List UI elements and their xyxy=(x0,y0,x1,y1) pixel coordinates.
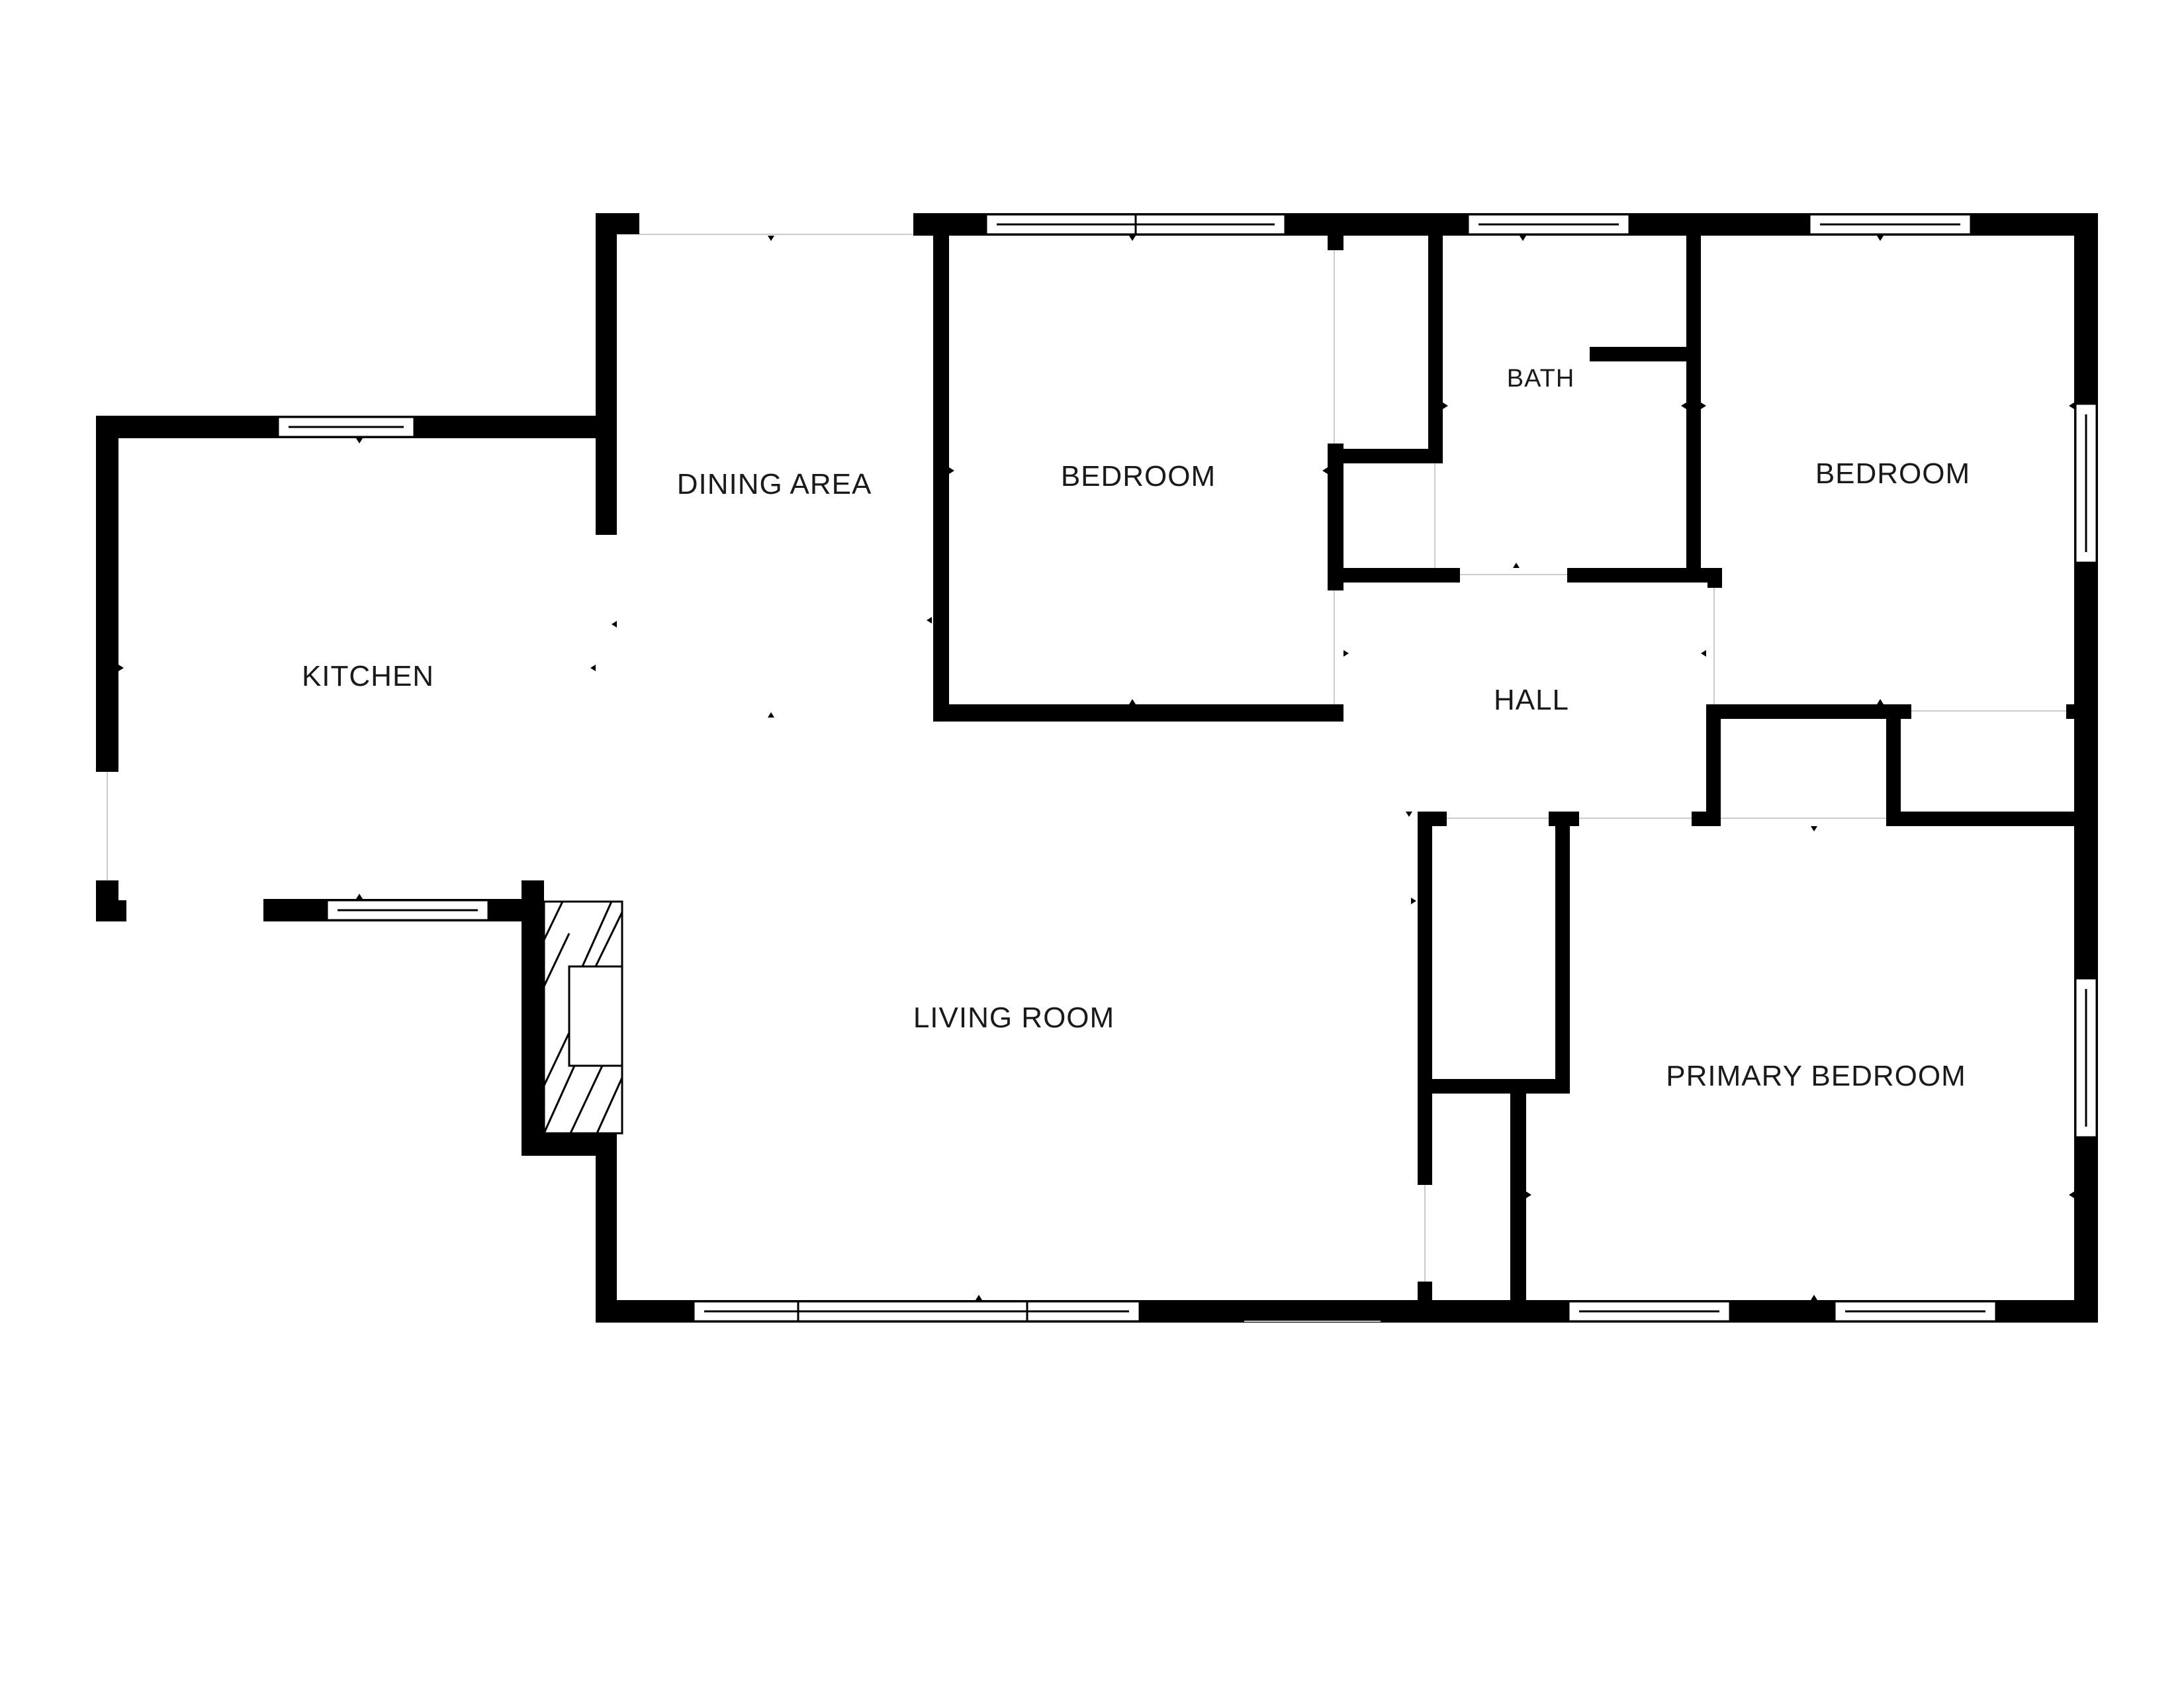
wall-living-left xyxy=(596,1133,617,1323)
wall-primary-closet-left-lower xyxy=(1418,1094,1432,1185)
wall-primary-bath-divider xyxy=(1510,1094,1526,1323)
room-label-living-room: LIVING ROOM xyxy=(913,1002,1115,1034)
openings xyxy=(107,234,2066,1322)
wall-primary-closet-left-upper xyxy=(1418,812,1432,1079)
room-labels: DINING AREA BEDROOM BATH BEDROOM KITCHEN… xyxy=(302,365,1970,1092)
room-label-bedroom-1: BEDROOM xyxy=(1061,460,1216,492)
wall-linen-bottom xyxy=(1886,812,2098,826)
wall-closet-top xyxy=(1328,449,1443,463)
wall-bedroom1-right-upper xyxy=(1328,225,1343,250)
wall-bath-bottom-right xyxy=(1567,568,1722,583)
wall-bedroom2-bottom-right xyxy=(2066,704,2098,719)
wall-primary-top-3 xyxy=(1692,812,1721,826)
dimension-markers xyxy=(118,236,2074,1300)
wall-kitchen-left-stub xyxy=(96,900,126,921)
room-label-dining-area: DINING AREA xyxy=(677,468,872,500)
wall-bedroom1-right-lower xyxy=(1328,444,1343,590)
wall-fireplace-left xyxy=(522,880,544,1156)
windows xyxy=(277,213,2098,1323)
wall-closet-right xyxy=(1428,225,1443,463)
wall-bedroom1-left xyxy=(933,225,949,722)
room-label-hall: HALL xyxy=(1494,684,1569,716)
wall-bath-shelf xyxy=(1590,347,1701,361)
wall-primary-closet-right xyxy=(1555,812,1570,1094)
room-label-primary-bedroom: PRIMARY BEDROOM xyxy=(1666,1060,1966,1092)
wall-dining-left xyxy=(596,213,617,535)
wall-primary-closet-bottom xyxy=(1418,1079,1570,1094)
wall-hall-right-stub xyxy=(1707,568,1722,588)
wall-primary-closet-left-bottom xyxy=(1418,1282,1432,1321)
wall-hall-right xyxy=(1706,704,1721,826)
room-label-bedroom-2: BEDROOM xyxy=(1815,457,1970,490)
wall-linen-left xyxy=(1886,704,1901,817)
wall-right-outer xyxy=(2074,213,2098,1321)
walls xyxy=(96,213,2098,1323)
room-label-bath: BATH xyxy=(1507,365,1575,393)
wall-bedroom1-bottom xyxy=(933,704,1343,722)
wall-bath-right xyxy=(1686,225,1701,583)
wall-hall-top-left xyxy=(1328,568,1460,583)
wall-bedroom2-bottom-left xyxy=(1706,704,1911,719)
fireplace xyxy=(543,900,623,1135)
room-label-kitchen: KITCHEN xyxy=(302,660,434,692)
wall-kitchen-left-upper xyxy=(96,416,118,772)
